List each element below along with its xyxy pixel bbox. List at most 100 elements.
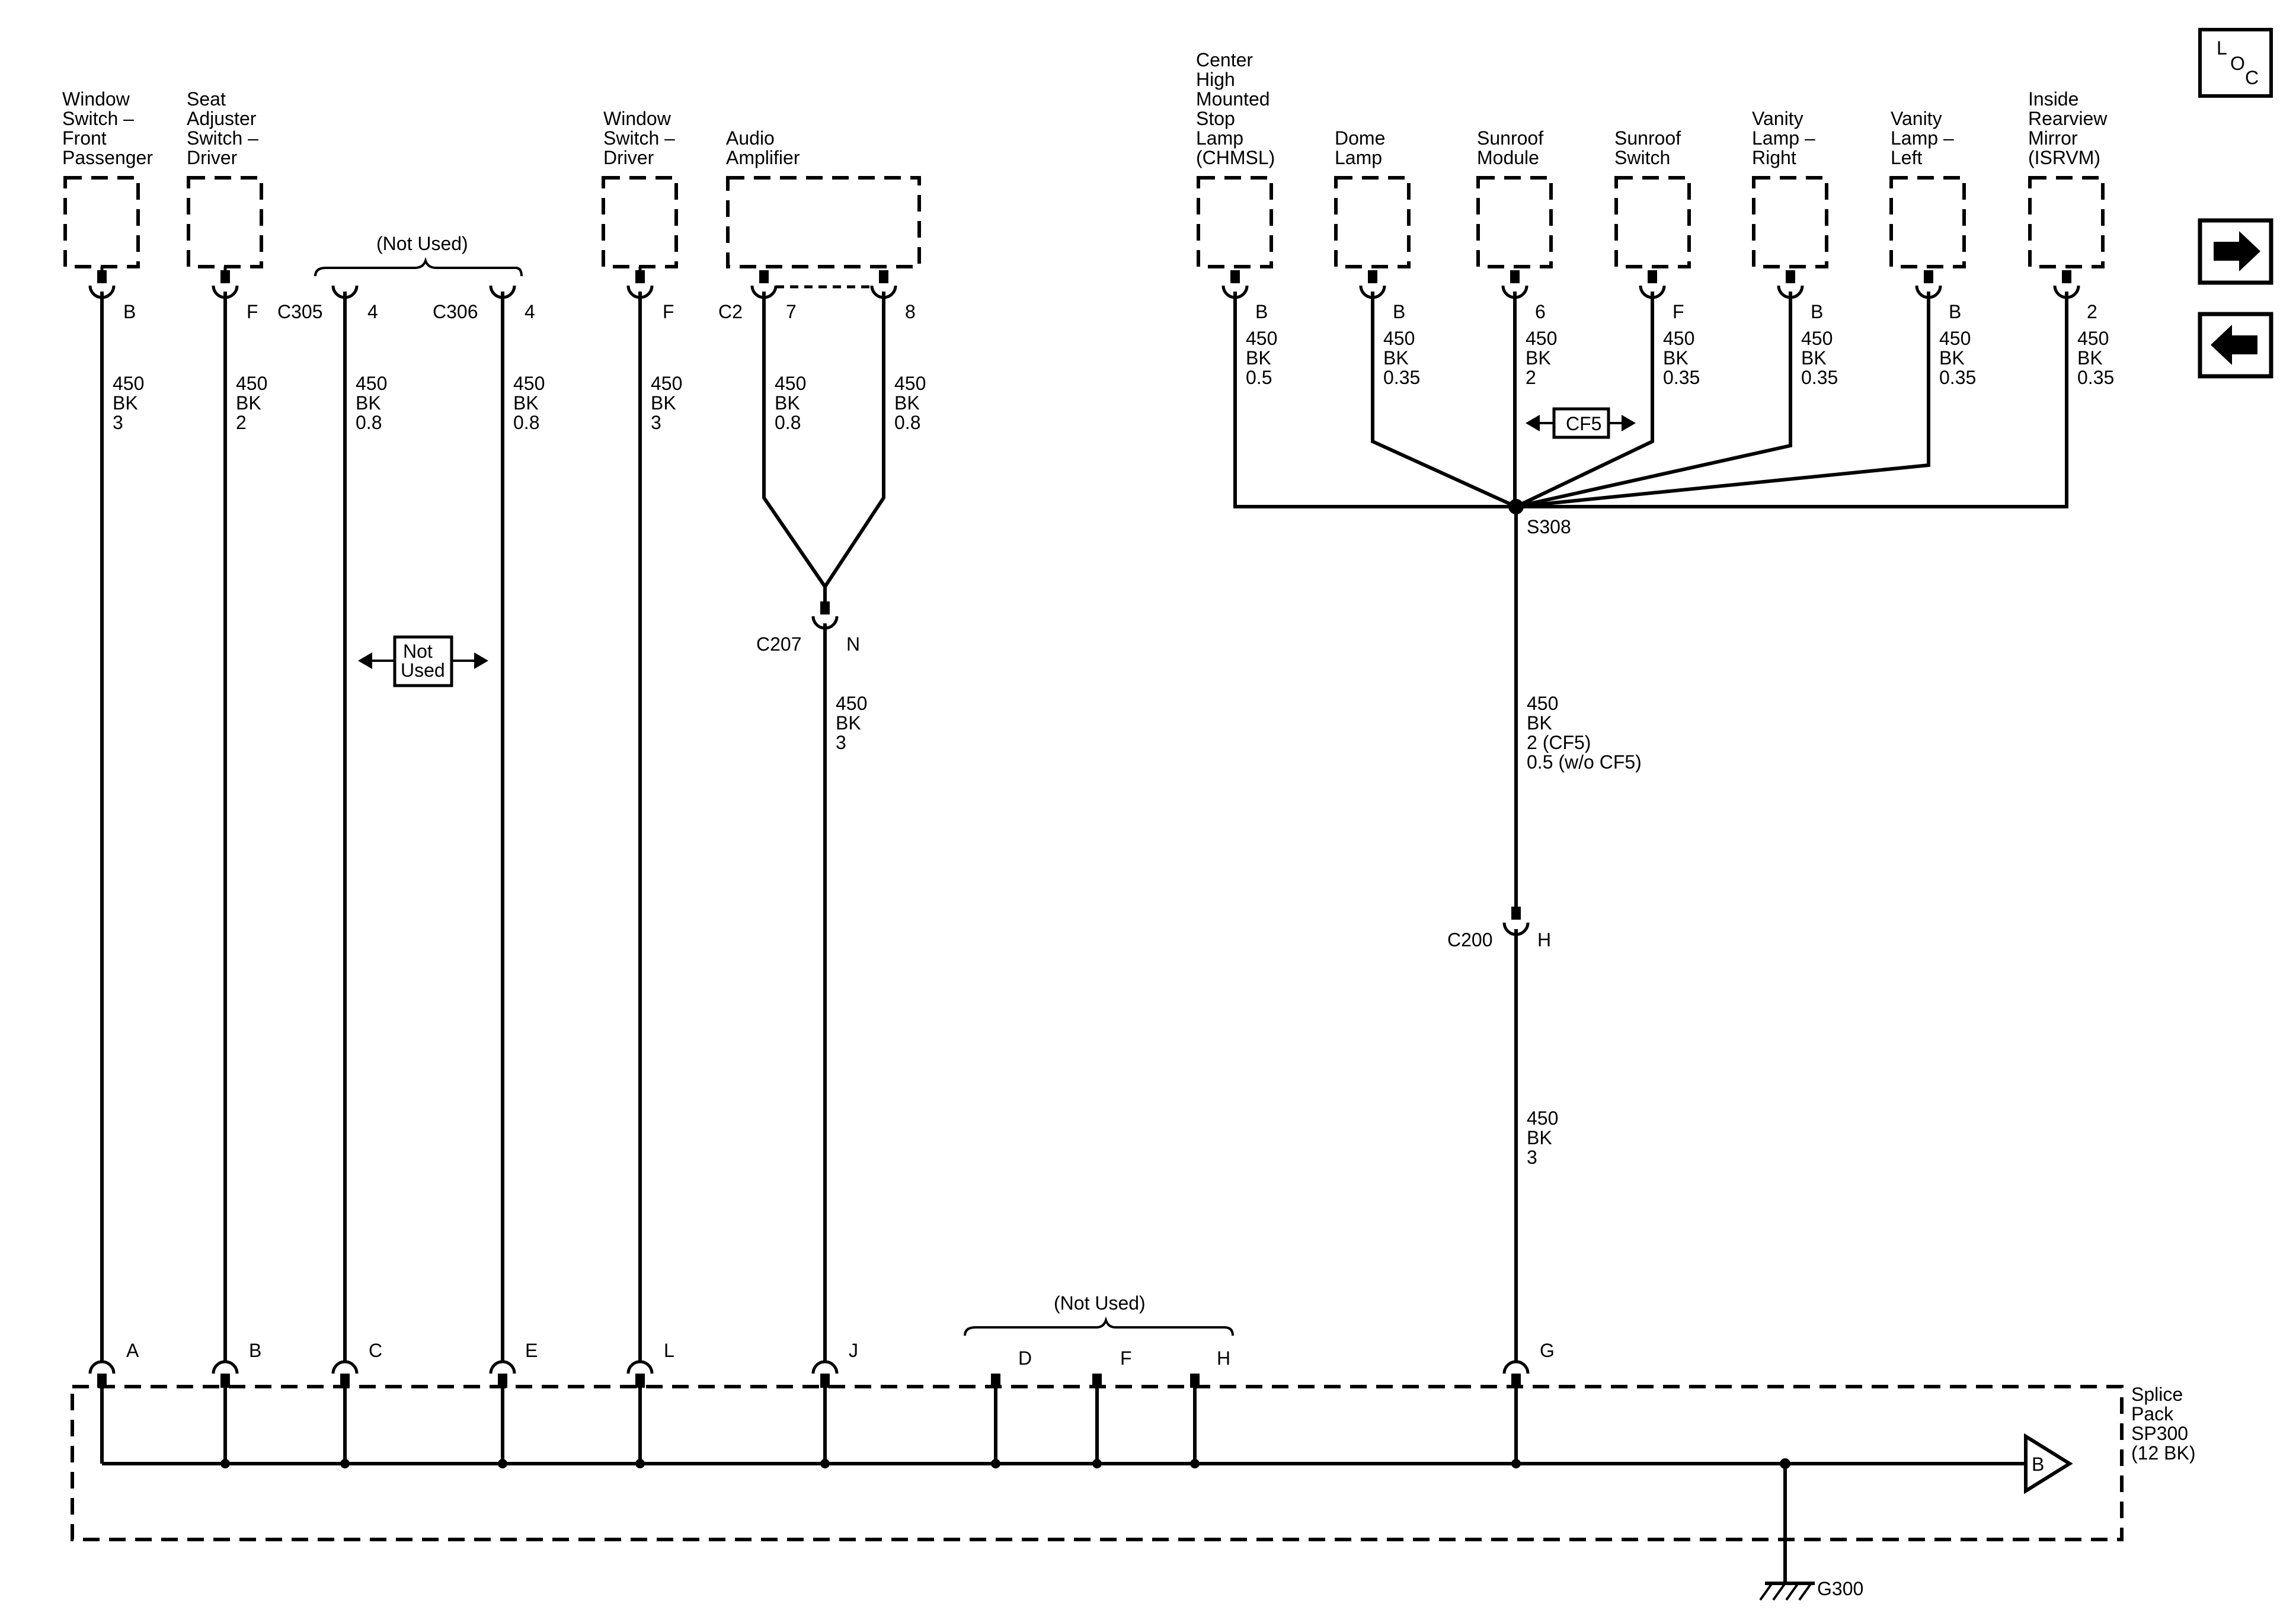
top-connector-pins (88, 267, 2080, 299)
not-used-box: Not Used (358, 635, 488, 687)
svg-text:450: 450 (113, 373, 144, 394)
svg-text:Center: Center (1196, 49, 1253, 71)
svg-text:Passenger: Passenger (62, 147, 153, 168)
svg-text:Left: Left (1891, 147, 1922, 168)
svg-text:B: B (1255, 301, 1268, 322)
forward-button[interactable] (2198, 218, 2273, 285)
svg-text:BK: BK (513, 392, 539, 414)
wires-right (1233, 292, 2068, 1363)
svg-text:450: 450 (2077, 328, 2109, 349)
svg-text:8: 8 (905, 301, 916, 322)
svg-text:BK: BK (356, 392, 381, 414)
svg-text:B: B (123, 301, 136, 322)
svg-text:0.35: 0.35 (1801, 367, 1838, 388)
connector-c207-label: C207 (756, 633, 802, 655)
component-label-audio-amplifier: Audio Amplifier (726, 127, 800, 168)
connector-c305-label: C305 (277, 301, 323, 322)
svg-text:0.8: 0.8 (894, 412, 920, 433)
svg-text:Vanity: Vanity (1891, 108, 1942, 129)
bottom-pin-labels: A B C E L J D F H G (126, 1340, 1555, 1369)
svg-text:B: B (1811, 301, 1823, 322)
splice-pack-sp300: Splice Pack SP300 (12 BK) (71, 1384, 2195, 1541)
svg-text:BK: BK (1663, 347, 1689, 369)
svg-text:Splice: Splice (2131, 1384, 2183, 1405)
left-arrow-icon (2211, 325, 2257, 365)
component-label-vanity-lamp-left: Vanity Lamp – Left (1891, 108, 1954, 168)
component-label-dome-lamp: Dome Lamp (1335, 127, 1385, 168)
svg-text:G: G (1540, 1340, 1555, 1361)
svg-text:Vanity: Vanity (1752, 108, 1803, 129)
wire-labels-right: 450 BK 0.5 450 BK 0.35 450 BK 2 450 BK 0… (1246, 328, 2114, 1168)
svg-text:Lamp: Lamp (1335, 147, 1382, 168)
svg-text:450: 450 (894, 373, 926, 394)
svg-text:BK: BK (1801, 347, 1827, 369)
svg-text:H: H (1217, 1347, 1230, 1369)
ground-g300-label: G300 (1817, 1578, 1863, 1599)
svg-text:Switch: Switch (1614, 147, 1670, 168)
svg-text:0.5 (w/o CF5): 0.5 (w/o CF5) (1527, 751, 1642, 773)
svg-text:BK: BK (1527, 1127, 1552, 1148)
svg-text:BK: BK (1383, 347, 1409, 369)
back-button[interactable] (2198, 312, 2273, 379)
svg-text:BK: BK (651, 392, 676, 414)
offpage-arrow-label: B (2032, 1454, 2044, 1475)
splice-s308-label: S308 (1527, 516, 1571, 537)
svg-text:(Not Used): (Not Used) (376, 233, 468, 254)
loc-letter-o: O (2230, 53, 2245, 74)
svg-text:BK: BK (1939, 347, 1965, 369)
svg-text:4: 4 (525, 301, 535, 322)
svg-text:(12 BK): (12 BK) (2131, 1442, 2195, 1464)
svg-text:450: 450 (1383, 328, 1415, 349)
svg-text:N: N (846, 633, 860, 655)
svg-text:Amplifier: Amplifier (726, 147, 800, 168)
svg-text:2: 2 (1526, 367, 1536, 388)
svg-text:Not: Not (403, 641, 433, 662)
svg-text:B: B (1393, 301, 1405, 322)
svg-text:450: 450 (1939, 328, 1971, 349)
component-label-isrvm: Inside Rearview Mirror (ISRVM) (2028, 88, 2108, 168)
svg-text:CF5: CF5 (1566, 413, 1601, 434)
svg-text:B: B (1949, 301, 1961, 322)
svg-text:Lamp: Lamp (1196, 127, 1243, 149)
svg-text:Switch –: Switch – (603, 127, 675, 149)
ground-g300: G300 (1759, 1464, 1863, 1601)
svg-text:Lamp –: Lamp – (1752, 127, 1815, 149)
svg-text:450: 450 (356, 373, 387, 394)
svg-text:4: 4 (367, 301, 378, 322)
component-boxes (63, 176, 2105, 268)
component-label-window-switch-front-passenger: Window Switch – Front Passenger (62, 88, 153, 168)
svg-text:2: 2 (236, 412, 247, 433)
svg-text:450: 450 (1246, 328, 1277, 349)
svg-text:Lamp –: Lamp – (1891, 127, 1954, 149)
svg-text:Front: Front (62, 127, 107, 149)
svg-text:450: 450 (836, 693, 867, 714)
svg-text:0.35: 0.35 (1939, 367, 1976, 388)
svg-text:3: 3 (651, 412, 661, 433)
svg-text:BK: BK (836, 712, 861, 734)
svg-text:450: 450 (775, 373, 806, 394)
loc-button[interactable]: L O C (2198, 28, 2273, 98)
svg-text:450: 450 (1527, 1108, 1558, 1129)
svg-text:BK: BK (2077, 347, 2103, 369)
svg-text:Window: Window (603, 108, 671, 129)
svg-text:6: 6 (1535, 301, 1546, 322)
svg-text:450: 450 (1663, 328, 1694, 349)
svg-text:J: J (849, 1340, 858, 1361)
svg-text:0.35: 0.35 (1383, 367, 1420, 388)
svg-text:Driver: Driver (187, 147, 238, 168)
component-label-sunroof-module: Sunroof Module (1477, 127, 1543, 168)
component-label-chmsl: Center High Mounted Stop Lamp (CHMSL) (1196, 49, 1275, 168)
svg-text:(Not Used): (Not Used) (1054, 1292, 1146, 1314)
svg-text:Sunroof: Sunroof (1477, 127, 1543, 149)
svg-text:450: 450 (1526, 328, 1557, 349)
svg-text:0.8: 0.8 (356, 412, 382, 433)
svg-text:2 (CF5): 2 (CF5) (1527, 732, 1591, 753)
svg-text:3: 3 (836, 732, 846, 753)
svg-text:BK: BK (894, 392, 920, 414)
connector-c2-label: C2 (718, 301, 743, 322)
svg-text:Rearview: Rearview (2028, 108, 2108, 129)
svg-text:Right: Right (1752, 147, 1796, 168)
connector-c200-label: C200 (1447, 929, 1493, 950)
svg-text:F: F (1673, 301, 1684, 322)
loc-letter-l: L (2217, 37, 2227, 59)
